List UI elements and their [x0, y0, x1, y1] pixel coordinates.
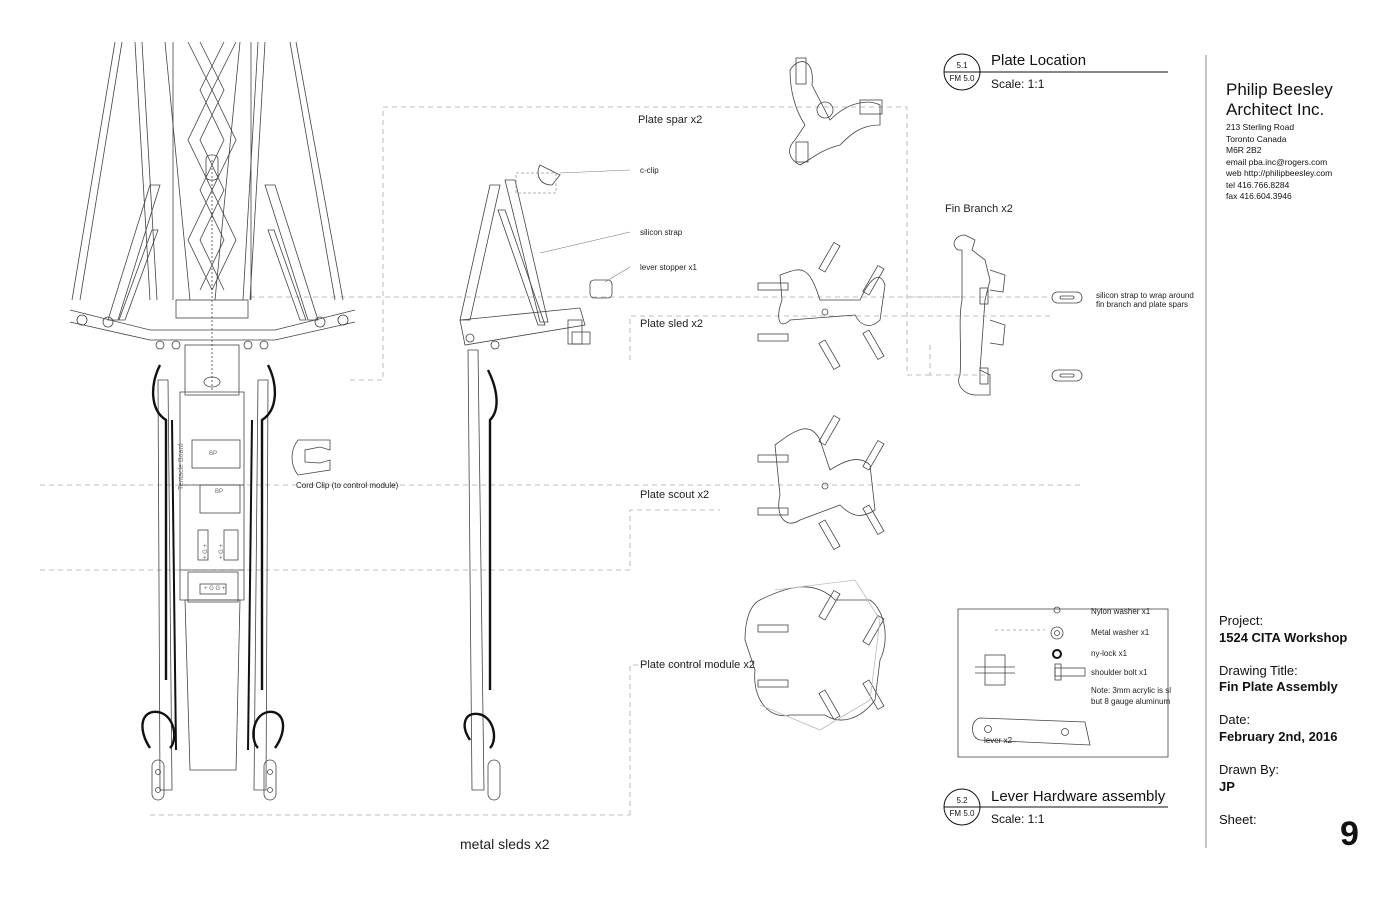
date-label: Date: [1219, 712, 1251, 727]
strap-note-line-1: silicon strap to wrap around [1096, 291, 1194, 300]
lever-label: lever x2 [984, 736, 1013, 745]
drawn-by-value: JP [1219, 779, 1235, 794]
detail-5-2-ref: FM 5.0 [949, 809, 975, 818]
lever-stopper-label: lever stopper x1 [640, 263, 697, 272]
pcb-bp-label-2: BP [215, 489, 224, 495]
detail-5-2-number: 5.2 [956, 796, 968, 805]
address-line: Toronto Canada [1226, 133, 1287, 144]
drawn-by-label: Drawn By: [1219, 762, 1279, 777]
project-value: 1524 CITA Workshop [1219, 630, 1348, 645]
strap-note-line-2: fin branch and plate spars [1096, 300, 1189, 309]
detail-5-1-ref: FM 5.0 [949, 74, 975, 83]
cord-clip-label: Cord Clip (to control module) [296, 481, 399, 490]
address-line: M6R 2B2 [1226, 145, 1262, 155]
nylon-washer-label: Nylon washer x1 [1091, 607, 1151, 616]
address-line: email pba.inc@rogers.com [1226, 156, 1328, 167]
drawing-title-label: Drawing Title: [1219, 663, 1298, 678]
plate-sled-label: Plate sled x2 [640, 318, 703, 330]
plate-location-scale: Scale: 1:1 [991, 77, 1045, 91]
fin-branch-drawing [953, 234, 1083, 396]
lever-hardware-title: Lever Hardware assembly [991, 788, 1166, 805]
ny-lock-label: ny-lock x1 [1091, 649, 1128, 658]
sheet-number: 9 [1340, 815, 1359, 853]
note-line-1: Note: 3mm acrylic is sl [1091, 686, 1172, 695]
plate-location-title: Plate Location [991, 52, 1087, 69]
plate-spar-drawing [789, 57, 883, 166]
detail-5-1-number: 5.1 [956, 61, 968, 70]
cord-clip-drawing [291, 439, 331, 476]
metal-sleds-label: metal sleds x2 [460, 836, 550, 852]
firm-address: 213 Sterling Road Toronto Canada M6R 2B2… [1226, 122, 1332, 203]
plate-scout-label: Plate scout x2 [640, 489, 710, 501]
detail-bubbles [943, 53, 1168, 826]
silicon-strap-label: silicon strap [640, 228, 683, 237]
note-line-2: but 8 gauge aluminum [1091, 697, 1171, 706]
date-value: February 2nd, 2016 [1219, 729, 1338, 744]
plate-spar-label: Plate spar x2 [638, 114, 703, 126]
c-clip-label: c-clip [640, 166, 659, 175]
lever-hardware-detail [957, 606, 1169, 758]
pcb-pins-vertical-2: + G + [219, 543, 225, 559]
pcb-pins-vertical-1: + G + [203, 543, 209, 559]
fin-branch-label: Fin Branch x2 [945, 203, 1013, 215]
exploded-parts [515, 164, 631, 299]
address-line: fax 416.604.3946 [1226, 191, 1292, 201]
sheet-label: Sheet: [1219, 812, 1257, 827]
plate-scout-drawing [757, 414, 885, 551]
guide-lines [40, 106, 1080, 816]
address-line: 213 Sterling Road [1226, 122, 1295, 132]
tentacle-assembly-drawing [69, 41, 356, 801]
firm-name-line-2: Architect Inc. [1226, 100, 1325, 119]
pcb-bp-label-1: BP [209, 451, 218, 457]
tentacle-board-label: Tentacle Board [178, 443, 185, 490]
firm-name-line-1: Philip Beesley [1226, 80, 1333, 99]
plate-sled-drawing [757, 241, 886, 371]
lever-hardware-scale: Scale: 1:1 [991, 812, 1045, 826]
pcb-pins-label: + G G + [204, 586, 226, 592]
drawing-title-value: Fin Plate Assembly [1219, 679, 1338, 694]
address-line: web http://philipbeesley.com [1226, 168, 1333, 178]
plate-control-module-drawing [744, 579, 886, 731]
metal-washer-label: Metal washer x1 [1091, 628, 1150, 637]
project-label: Project: [1219, 613, 1264, 628]
plate-control-label: Plate control module x2 [640, 659, 755, 671]
address-line: tel 416.766.8284 [1226, 179, 1290, 190]
shoulder-bolt-label: shoulder bolt x1 [1091, 668, 1148, 677]
metal-sled-drawing [459, 179, 591, 801]
